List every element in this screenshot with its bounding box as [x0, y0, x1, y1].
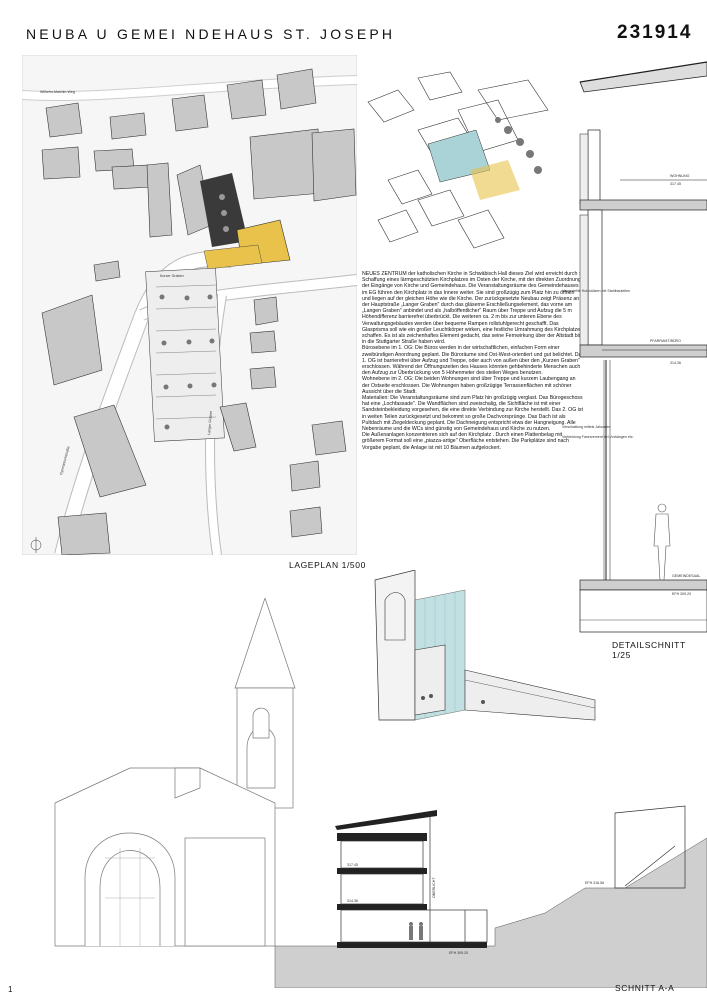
section-level-2: 314.36 — [347, 899, 358, 903]
section-level-3: EFH 309.20 — [449, 951, 468, 955]
description-text: NEUES ZENTRUM der katholischen Kirche in… — [362, 271, 584, 451]
site-plan-caption: LAGEPLAN 1/500 — [289, 560, 366, 570]
page-title: NEUBA U GEMEI NDEHAUS ST. JOSEPH — [26, 26, 396, 42]
detail-note-3: Verkleidung Faserzement bei Vorhängen et… — [562, 435, 634, 439]
section-level-4: EFH 316.56 — [585, 881, 604, 885]
street-label-2: Kurzer Graben — [160, 274, 184, 278]
street-label-3: Langer Graben — [207, 411, 213, 435]
description-paragraph: Wohnebene im 2. OG: Die beiden Wohnungen… — [362, 376, 576, 395]
perspective-sketch — [374, 570, 596, 721]
detail-note-2: Verschattung mittels Jalousien — [562, 425, 611, 429]
detail-label-gemeindesaal: GEMEINDESAAL — [672, 574, 700, 578]
description-paragraph: NEUES ZENTRUM der katholischen Kirche in… — [362, 271, 583, 346]
site-plan-drawing: Wilhelm-Malchin-Weg Kurzer Graben Langer… — [22, 55, 357, 555]
detail-label-pfarramt: PFARRAMT/BÜRO — [650, 339, 681, 343]
description-paragraph: Bürosebene im 1. OG: Die Büros werden in… — [362, 345, 584, 377]
section-level-1: 317.45 — [347, 863, 358, 867]
section-caption: SCHNITT A-A — [615, 983, 675, 993]
detail-level-mid: 314.36 — [670, 361, 681, 365]
detail-section-caption: DETAILSCHNITT 1/25 — [612, 640, 686, 660]
detail-note-1: Vorgestellte Holzstützen mit Stahlbautei… — [562, 289, 630, 293]
street-label-1: Wilhelm-Malchin-Weg — [40, 90, 75, 94]
detail-level-top: 317.45 — [670, 182, 681, 186]
page-number: 1 — [8, 985, 13, 994]
aerial-sketch — [367, 71, 549, 249]
street-label-4: Gymnasiumstraße — [59, 446, 70, 475]
description-paragraph: Die Außenanlagen konzentrieren sich auf … — [362, 432, 569, 451]
section-oberlicht: OBERLICHT — [432, 877, 436, 898]
entry-number: 231914 — [617, 22, 693, 43]
detail-level-bottom: EFH 309.20 — [672, 592, 691, 596]
description-paragraph: Materialien: Die Veranstaltungsräume sin… — [362, 395, 583, 433]
detail-section-drawing: WOHNUNG 317.45 PFARRAMT/BÜRO 314.36 GEME… — [562, 61, 707, 633]
detail-label-wohnung: WOHNUNG — [670, 174, 690, 178]
section-aa-drawing: 317.45 314.36 EFH 309.20 EFH 316.56 OBER… — [54, 598, 707, 988]
